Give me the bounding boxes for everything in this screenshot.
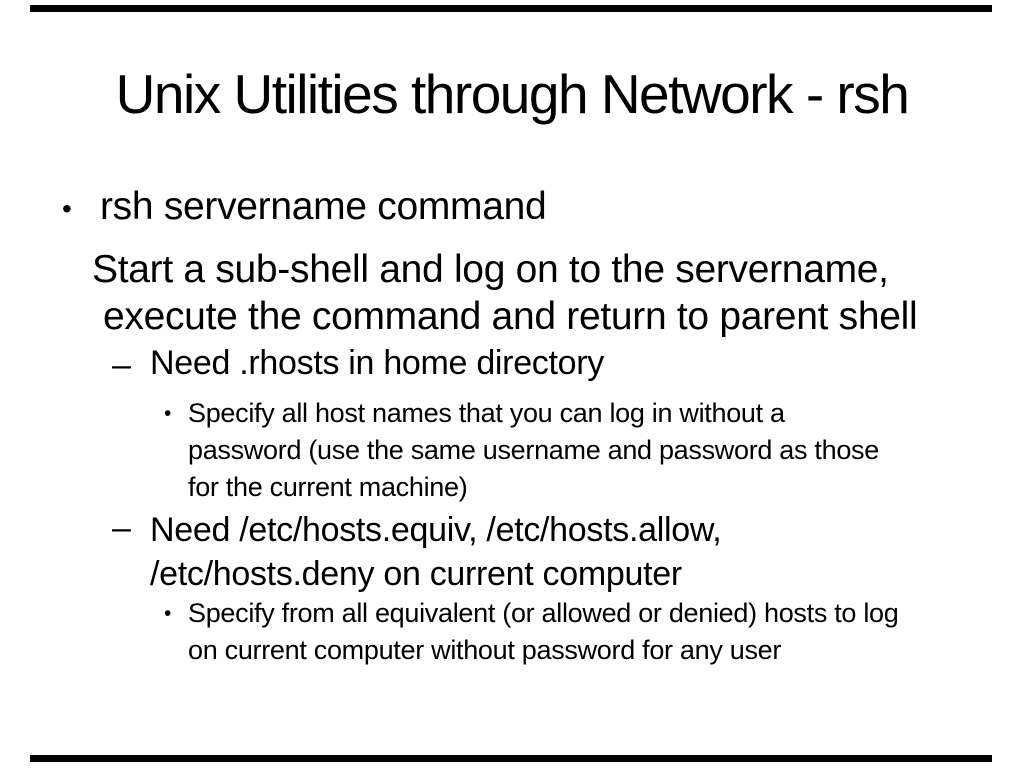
bullet-text-line: rsh servername command xyxy=(100,185,547,228)
bullet-text-line: Specify all host names that you can log … xyxy=(188,398,785,428)
bullet-text-line: /etc/hosts.deny on current computer xyxy=(150,555,682,593)
bullet-text-line: on current computer without password for… xyxy=(188,635,782,665)
bullet-text-line: for the current machine) xyxy=(188,472,468,502)
bullet-icon: • xyxy=(164,602,172,625)
bullet-text-line: password (use the same username and pass… xyxy=(188,435,879,465)
paragraph-line: execute the command and return to parent… xyxy=(103,295,918,338)
slide-title: Unix Utilities through Network - rsh xyxy=(115,63,910,125)
bullet-text-line: Need /etc/hosts.equiv, /etc/hosts.allow, xyxy=(150,511,722,549)
bullet-icon: • xyxy=(62,193,72,224)
bullet-text-line: Specify from all equivalent (or allowed … xyxy=(188,598,899,628)
paragraph-line: Start a sub-shell and log on to the serv… xyxy=(92,248,889,291)
bullet-icon: • xyxy=(164,402,172,425)
dash-icon: – xyxy=(112,509,131,547)
bullet-text-line: Need .rhosts in home directory xyxy=(150,344,604,382)
bottom-rule xyxy=(30,755,992,762)
top-rule xyxy=(30,5,992,12)
dash-icon: – xyxy=(112,346,131,384)
